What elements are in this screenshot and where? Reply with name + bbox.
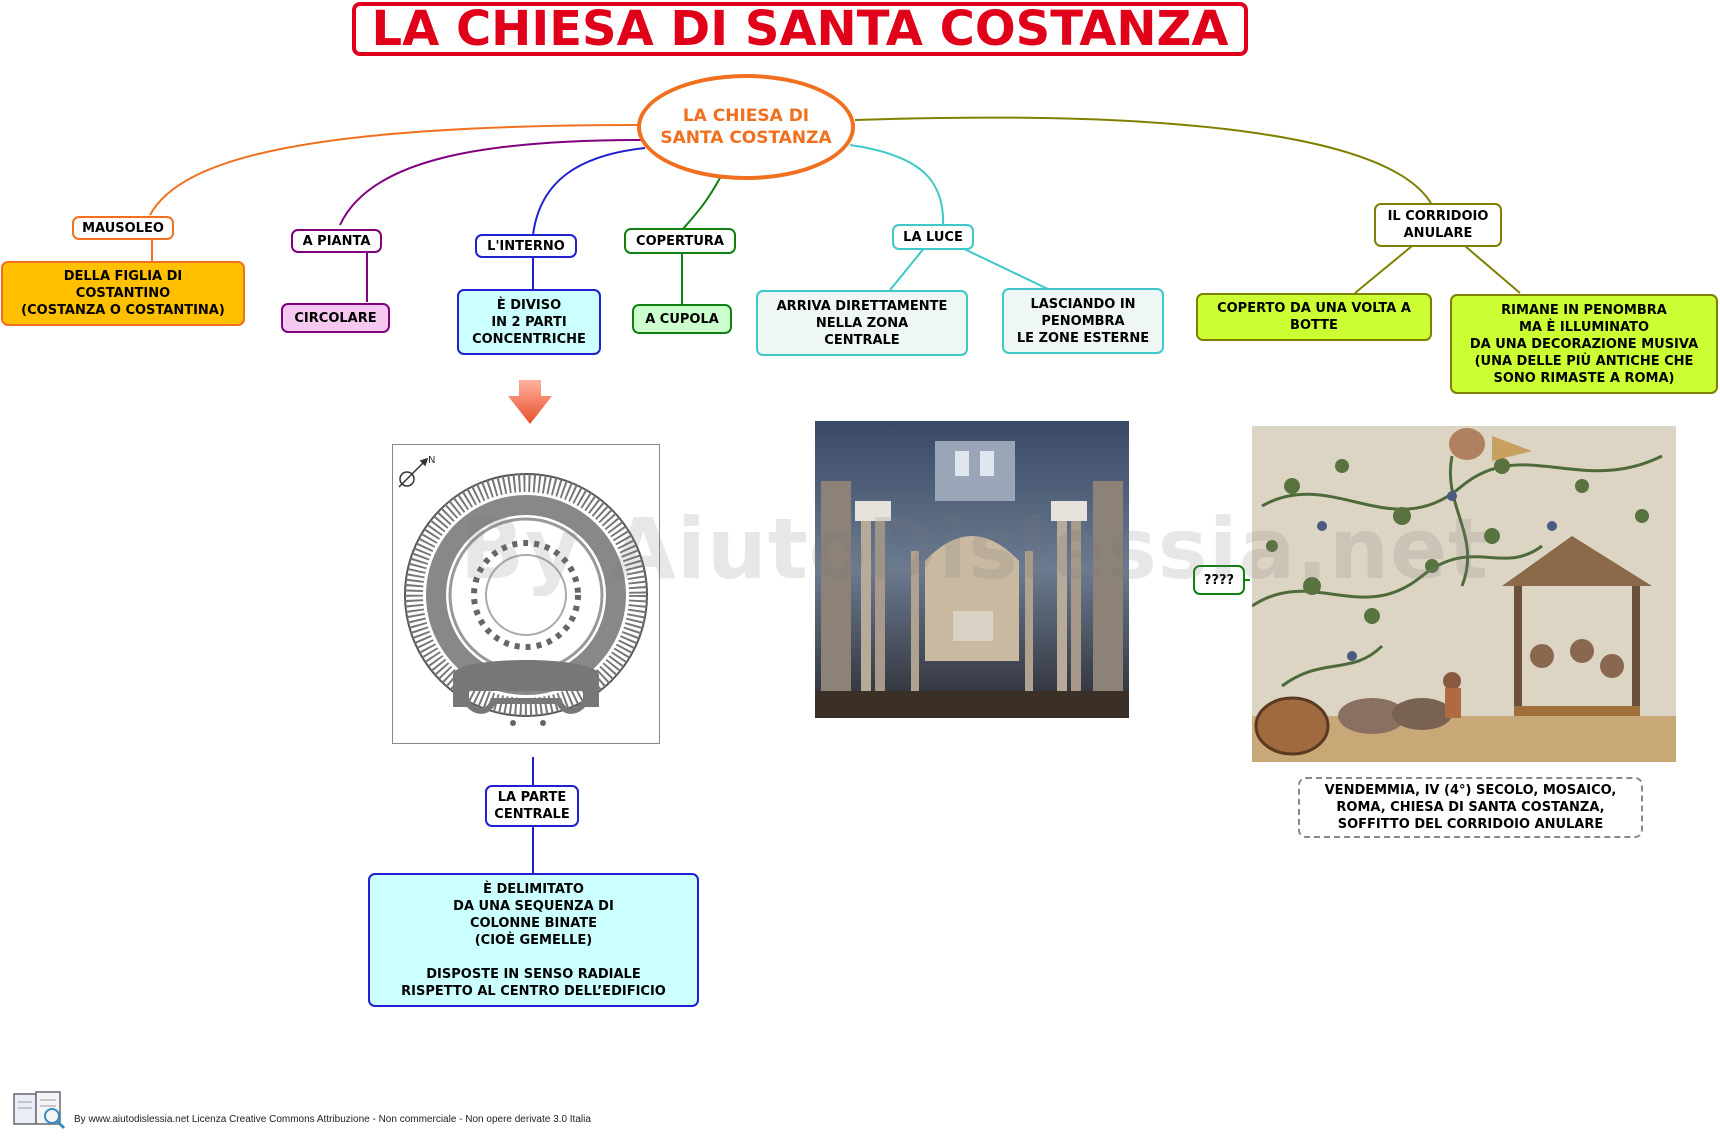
node-luce-detail-a-text: ARRIVA DIRETTAMENTE NELLA ZONA CENTRALE xyxy=(776,298,948,348)
node-copertura-detail: A CUPOLA xyxy=(632,304,732,334)
node-interno-detail-text: È DIVISO IN 2 PARTI CONCENTRICHE xyxy=(472,297,586,347)
node-pianta-detail-text: CIRCOLARE xyxy=(294,310,377,326)
node-mausoleo-detail: DELLA FIGLIA DI COSTANTINO (COSTANZA O C… xyxy=(1,261,245,326)
compass-icon xyxy=(398,457,429,488)
mosaic-photo-drawing xyxy=(1252,426,1676,762)
interior-photo xyxy=(815,421,1129,718)
license-logo-icon xyxy=(12,1088,68,1130)
node-question-label: ???? xyxy=(1203,572,1235,588)
node-luce: LA LUCE xyxy=(892,224,974,250)
page-title: LA CHIESA DI SANTA COSTANZA xyxy=(352,1,1248,57)
node-corridoio-label: IL CORRIDOIO ANULARE xyxy=(1387,209,1489,241)
node-interno-label: L'INTERNO xyxy=(487,238,565,254)
node-pianta-detail: CIRCOLARE xyxy=(281,303,390,333)
mosaic-caption-text: VENDEMMIA, IV (4°) SECOLO, MOSAICO, ROMA… xyxy=(1324,783,1617,832)
node-corridoio-detail-b-text: RIMANE IN PENOMBRA MA È ILLUMINATO DA UN… xyxy=(1469,302,1699,386)
node-question: ???? xyxy=(1193,565,1245,595)
node-luce-label: LA LUCE xyxy=(903,229,963,245)
node-corridoio: IL CORRIDOIO ANULARE xyxy=(1374,203,1502,247)
node-parte-centrale: LA PARTE CENTRALE xyxy=(485,785,579,827)
node-interno: L'INTERNO xyxy=(475,234,577,258)
down-arrow-icon xyxy=(508,380,552,424)
node-mausoleo: MAUSOLEO xyxy=(72,216,174,240)
node-corridoio-detail-a: COPERTO DA UNA VOLTA A BOTTE xyxy=(1196,293,1432,341)
node-pianta-label: A PIANTA xyxy=(302,233,371,249)
node-mausoleo-detail-text: DELLA FIGLIA DI COSTANTINO (COSTANZA O C… xyxy=(21,269,225,318)
mosaic-photo xyxy=(1252,426,1676,762)
central-topic-label: LA CHIESA DI SANTA COSTANZA xyxy=(660,106,832,148)
node-mausoleo-label: MAUSOLEO xyxy=(82,220,164,236)
node-interno-detail: È DIVISO IN 2 PARTI CONCENTRICHE xyxy=(457,289,601,355)
floor-plan-drawing: N xyxy=(398,455,648,726)
node-pianta: A PIANTA xyxy=(291,229,382,253)
mosaic-caption: VENDEMMIA, IV (4°) SECOLO, MOSAICO, ROMA… xyxy=(1298,777,1643,838)
node-copertura: COPERTURA xyxy=(624,228,736,254)
footer-license: By www.aiutodislessia.net Licenza Creati… xyxy=(74,1114,591,1125)
floor-plan-image: N xyxy=(392,444,660,744)
node-luce-detail-b: LASCIANDO IN PENOMBRA LE ZONE ESTERNE xyxy=(1002,288,1164,354)
node-parte-centrale-label: LA PARTE CENTRALE xyxy=(494,790,570,822)
node-copertura-detail-text: A CUPOLA xyxy=(645,311,719,327)
central-topic: LA CHIESA DI SANTA COSTANZA xyxy=(637,74,855,180)
interior-photo-drawing xyxy=(815,421,1129,718)
node-parte-centrale-detail-text: È DELIMITATO DA UNA SEQUENZA DI COLONNE … xyxy=(401,881,666,999)
node-luce-detail-a: ARRIVA DIRETTAMENTE NELLA ZONA CENTRALE xyxy=(756,290,968,356)
node-corridoio-detail-a-text: COPERTO DA UNA VOLTA A BOTTE xyxy=(1217,301,1411,333)
node-luce-detail-b-text: LASCIANDO IN PENOMBRA LE ZONE ESTERNE xyxy=(1016,296,1150,346)
node-copertura-label: COPERTURA xyxy=(636,233,724,249)
compass-north-label: N xyxy=(428,455,435,466)
node-corridoio-detail-b: RIMANE IN PENOMBRA MA È ILLUMINATO DA UN… xyxy=(1450,294,1718,394)
node-parte-centrale-detail: È DELIMITATO DA UNA SEQUENZA DI COLONNE … xyxy=(368,873,699,1007)
